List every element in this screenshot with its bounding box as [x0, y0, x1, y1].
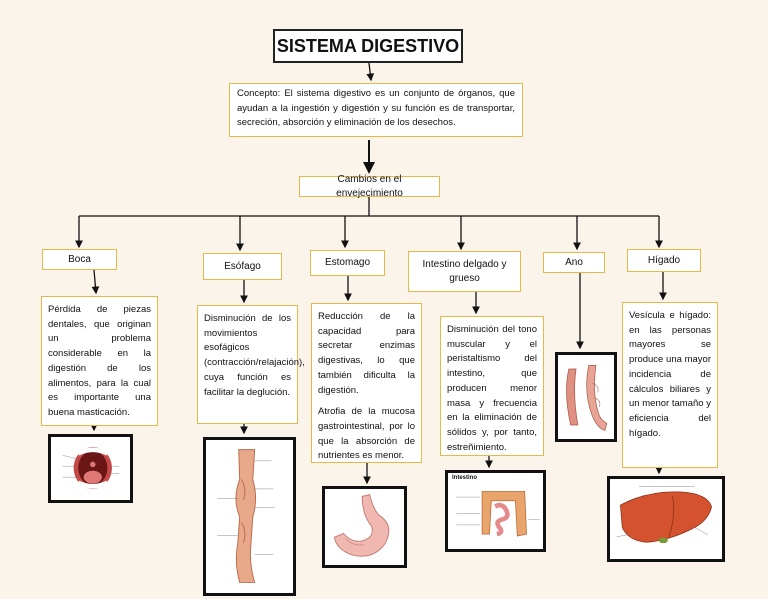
- liver-image: [607, 476, 725, 562]
- liver-illustration: [611, 479, 721, 559]
- label-estomago: Estomago: [310, 250, 385, 276]
- text-intestino: Disminución del tono muscular y el peris…: [440, 316, 544, 456]
- label-boca: Boca: [42, 249, 117, 270]
- intestine-illustration: [448, 473, 543, 549]
- esophagus-illustration: [206, 442, 293, 591]
- label-esofago: Esófago: [203, 253, 282, 280]
- label-intestino: Intestino delgado y grueso: [408, 251, 521, 292]
- mouth-image: [48, 434, 133, 503]
- stomach-image: [322, 486, 407, 568]
- esophagus-image: [203, 437, 296, 596]
- label-higado: Hígado: [627, 249, 701, 272]
- changes-box: Cambios en el envejecimiento: [299, 174, 440, 199]
- concept-box: Concepto: El sistema digestivo es un con…: [229, 83, 523, 137]
- text-boca: Pérdida de piezas dentales, que originan…: [41, 296, 158, 426]
- page-title: SISTEMA DIGESTIVO: [273, 29, 463, 63]
- label-ano: Ano: [543, 252, 605, 273]
- anus-image: [555, 352, 617, 442]
- text-estomago: Reducción de la capacidad para secretar …: [311, 303, 422, 463]
- text-estomago-2: Atrofia de la mucosa gastrointestinal, p…: [318, 406, 415, 462]
- text-higado: Vesícula e hígado: en las personas mayor…: [622, 302, 718, 468]
- intestine-image: Intestino: [445, 470, 546, 552]
- anus-illustration: [558, 356, 614, 438]
- mouth-illustration: [51, 437, 130, 500]
- intestine-caption: Intestino: [452, 475, 477, 481]
- stomach-illustration: [325, 489, 404, 565]
- text-esofago: Disminución de los movimientos esofágico…: [197, 305, 305, 424]
- text-estomago-1: Reducción de la capacidad para secretar …: [318, 311, 415, 396]
